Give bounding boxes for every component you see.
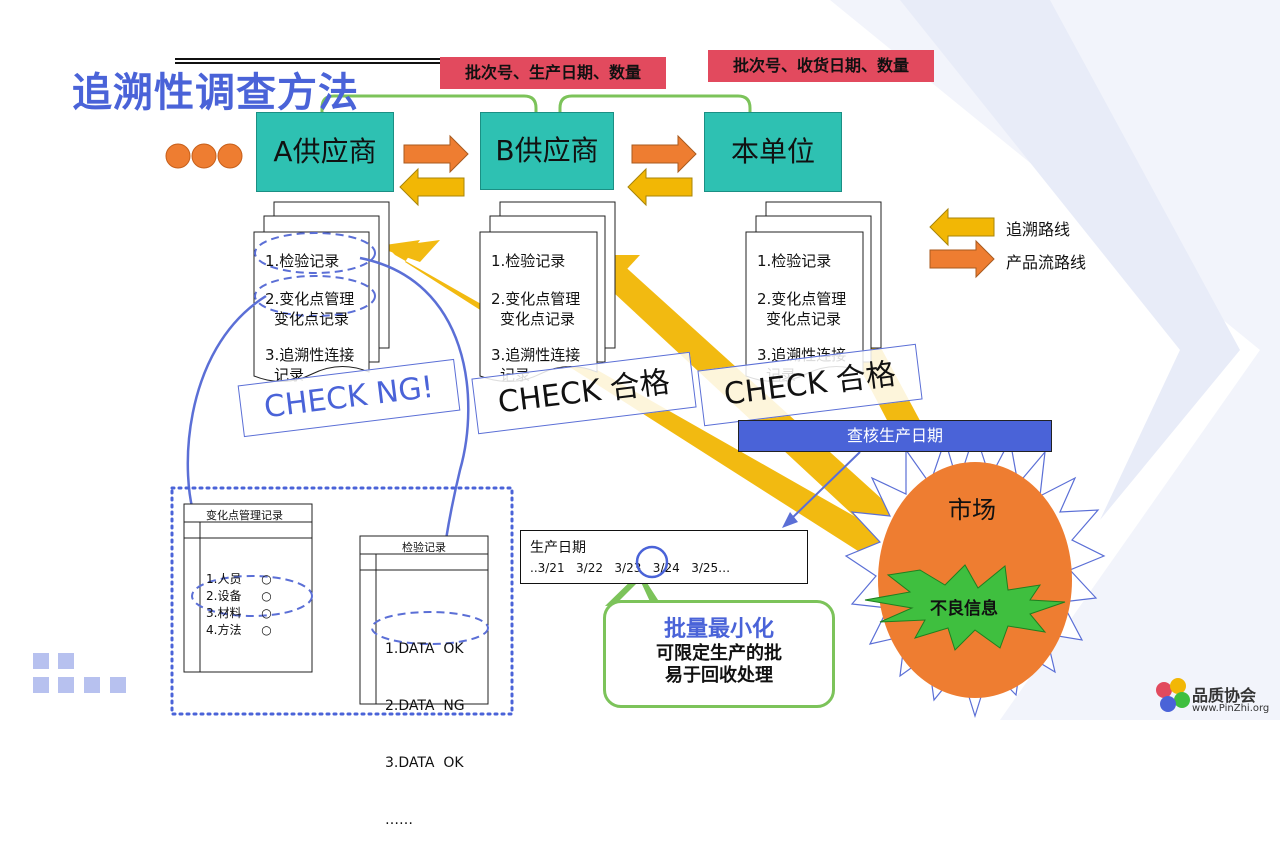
title-decor-line: [175, 58, 440, 66]
dot-1: [165, 143, 191, 169]
link-date-head: [782, 512, 798, 528]
inspection-item-1: 1.DATA OK: [385, 641, 464, 657]
bg-chevron: [830, 0, 1280, 720]
entity-our-unit-label: 本单位: [730, 135, 815, 168]
logo-url: www.PinZhi.org: [1192, 703, 1270, 714]
inspection-record-items: 1.DATA OK 2.DATA NG 3.DATA OK ……: [385, 602, 465, 849]
batch-minimize-callout: 批量最小化 可限定生产的批 易于回收处理: [603, 600, 835, 708]
highlight-inspection-a: [254, 232, 376, 274]
change-item-3: 3.材料: [206, 606, 242, 620]
decor-squares: [33, 653, 126, 693]
flow-arrows-bu: [627, 134, 697, 207]
green-bracket-1: [320, 94, 538, 112]
highlight-inspection-record: [371, 611, 489, 645]
doc-a-item2b: 变化点记录: [274, 310, 350, 328]
entity-supplier-b-label: B供应商: [495, 134, 599, 167]
highlight-change-a: [254, 275, 376, 317]
inspection-item-4: ……: [385, 812, 413, 828]
change-record-sheet: [183, 503, 313, 673]
legend-trace-label: 追溯路线: [1006, 220, 1071, 239]
defect-label: 不良信息: [930, 599, 998, 619]
logo-name: 品质协会: [1192, 686, 1257, 705]
trace-arrow-head-a: [380, 240, 440, 262]
entity-supplier-a-label: A供应商: [273, 135, 377, 168]
page-title: 追溯性调查方法: [72, 70, 359, 116]
change-mark-1: ○: [261, 572, 272, 586]
highlight-change-record: [191, 575, 313, 617]
lot-info-label-1: 批次号、生产日期、数量: [440, 57, 666, 89]
change-item-4: 4.方法: [206, 623, 242, 637]
green-bracket-2: [558, 94, 752, 112]
doc-a-item2a: 2.变化点管理: [265, 290, 355, 308]
defect-burst: [864, 564, 1066, 651]
inspection-record-title: 检验记录: [402, 541, 446, 554]
flow-arrows-ab: [399, 134, 469, 207]
doc-b-item2b: 变化点记录: [500, 310, 576, 328]
change-mark-2: ○: [261, 589, 272, 603]
inspection-item-3: 3.DATA OK: [385, 755, 464, 771]
production-date-box: 生产日期 ..3/21 3/22 3/23 3/24 3/25…: [520, 530, 808, 584]
inspection-record-sheet: [359, 535, 489, 705]
lot-info-label-2: 批次号、收货日期、数量: [708, 50, 934, 82]
legend-flow-label: 产品流路线: [1006, 253, 1087, 272]
legend-trace-arrow: [929, 207, 995, 247]
callout-line2: 易于回收处理: [665, 665, 773, 686]
change-mark-4: ○: [261, 623, 272, 637]
callout-headline: 批量最小化: [663, 617, 774, 642]
market-label: 市场: [948, 496, 996, 524]
records-frame: [170, 486, 514, 716]
entity-supplier-b: B供应商: [480, 112, 614, 190]
change-item-1: 1.人员: [206, 572, 242, 586]
check-date-bar: 查核生产日期: [738, 420, 1052, 452]
doc-a-item3a: 3.追溯性连接: [265, 346, 355, 364]
doc-b-item1: 1.检验记录: [491, 252, 566, 270]
doc-u-item1: 1.检验记录: [757, 252, 832, 270]
callout-line1: 可限定生产的批: [656, 643, 782, 664]
entity-supplier-a: A供应商: [256, 112, 394, 192]
entity-our-unit: 本单位: [704, 112, 842, 192]
doc-a-item1: 1.检验记录: [265, 252, 340, 270]
change-record-items: 1.人员 ○ 2.设备 ○ 3.材料 ○ 4.方法 ○: [206, 571, 272, 639]
logo-pinwheel-icon: [1156, 678, 1190, 712]
doc-u-item2b: 变化点记录: [766, 310, 842, 328]
dot-2: [191, 143, 217, 169]
doc-b-item2a: 2.变化点管理: [491, 290, 581, 308]
date-highlight-circle: [635, 545, 669, 579]
link-date-check: [787, 451, 861, 523]
doc-u-item2a: 2.变化点管理: [757, 290, 847, 308]
change-record-title: 变化点管理记录: [206, 509, 283, 522]
production-date-label: 生产日期: [530, 540, 586, 556]
inspection-item-2: 2.DATA NG: [385, 698, 465, 714]
dot-3: [217, 143, 243, 169]
change-mark-3: ○: [261, 606, 272, 620]
bg-chevron-inner: [900, 0, 1240, 520]
market-circle: [878, 462, 1072, 698]
production-date-list: ..3/21 3/22 3/23 3/24 3/25…: [530, 561, 731, 575]
legend-flow-arrow: [929, 239, 995, 279]
callout-tail-inner: [614, 580, 652, 606]
change-item-2: 2.设备: [206, 589, 242, 603]
doc-b-item3a: 3.追溯性连接: [491, 346, 581, 364]
